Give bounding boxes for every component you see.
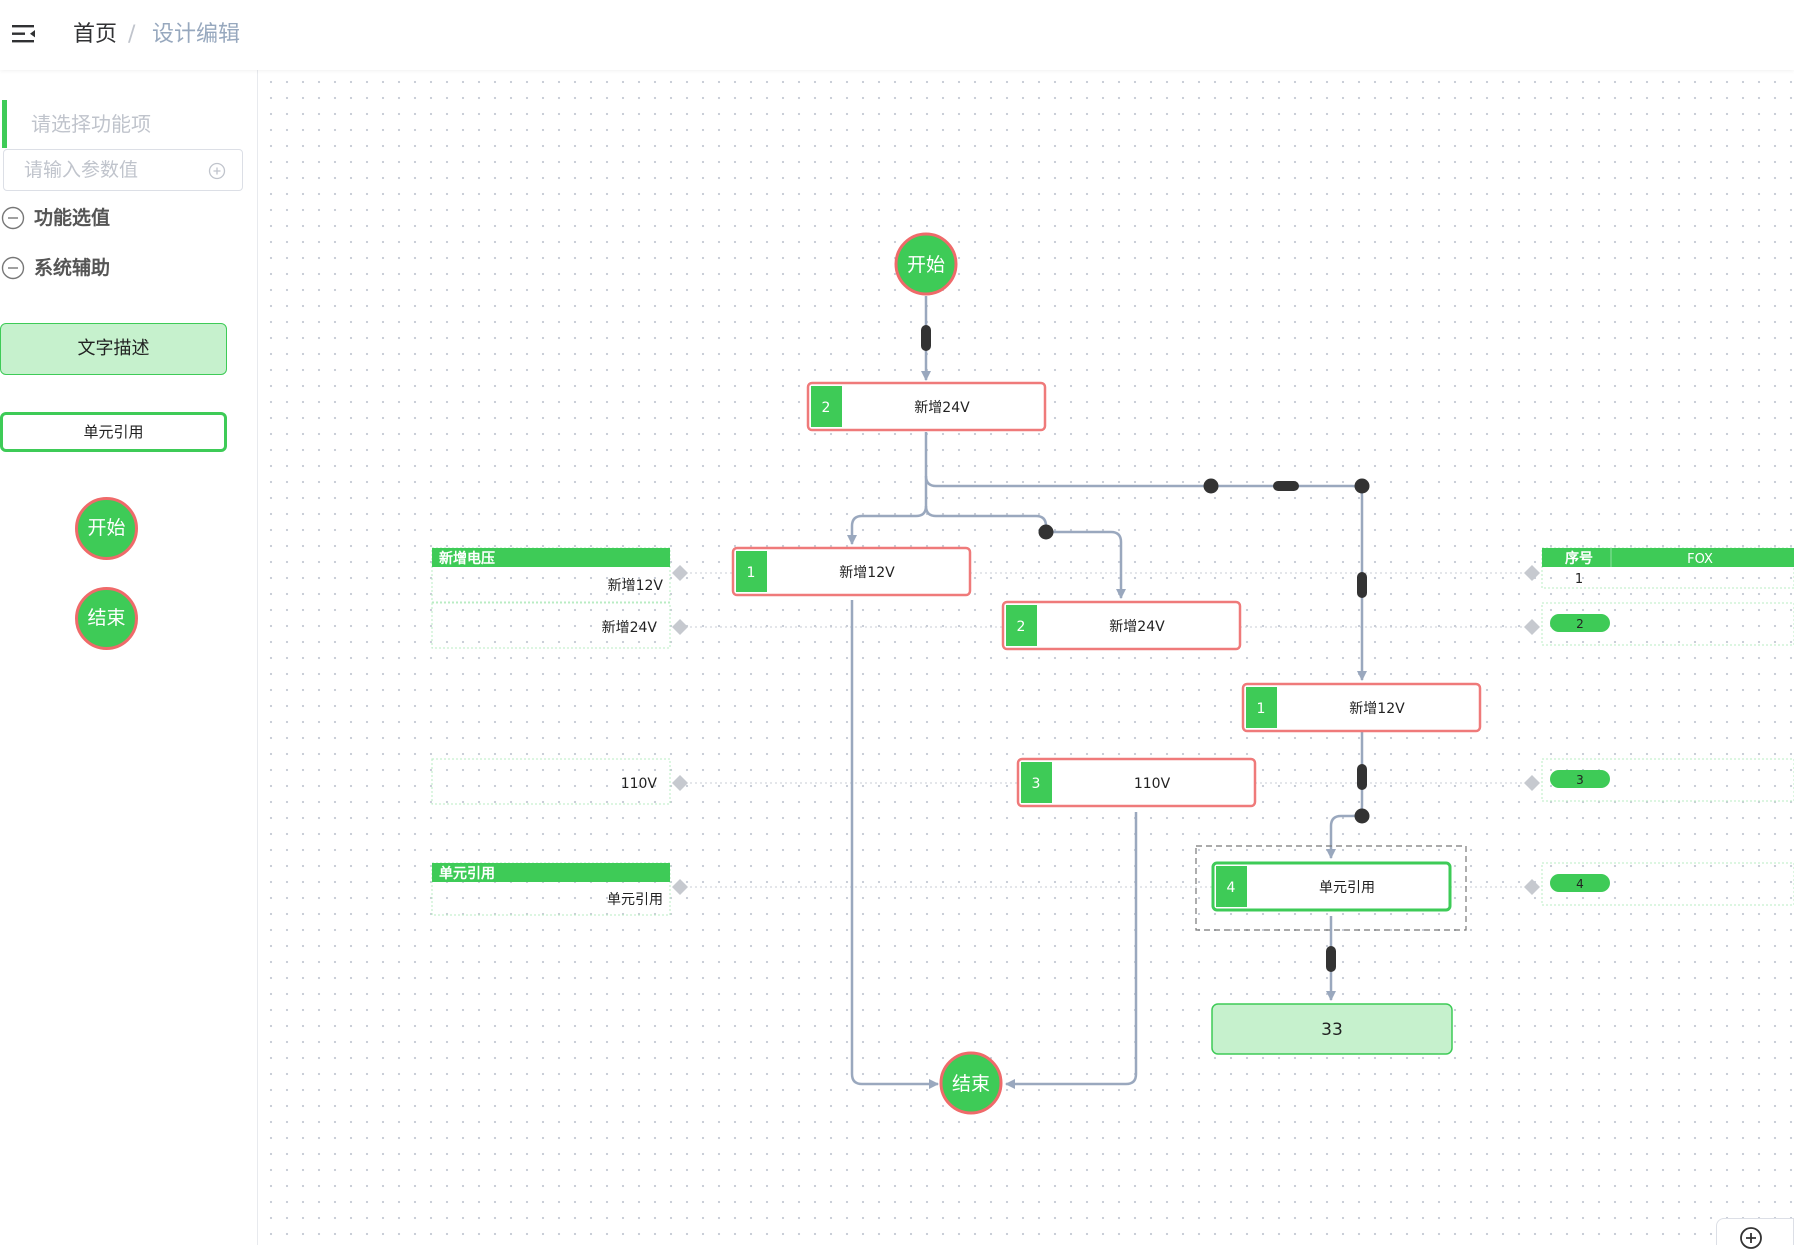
node-index: 2 <box>1017 619 1026 635</box>
selection-box <box>1195 845 1467 931</box>
text-description-node[interactable]: 33 <box>1211 1003 1453 1055</box>
add-circle-icon[interactable] <box>208 162 226 180</box>
left-panel-value: 110V <box>621 776 658 792</box>
function-select[interactable]: 请选择功能项 <box>2 100 242 148</box>
breadcrumb-separator: / <box>128 22 136 47</box>
sidebar-palette: 请选择功能项 功能选值 系统辅助 文字描述 单元引用 开始 结束 <box>0 70 258 1245</box>
table-row-value: 3 <box>1576 773 1584 787</box>
left-panel-header: 单元引用 <box>439 865 495 882</box>
node-index: 2 <box>822 400 831 416</box>
collapse-minus-icon <box>1 256 25 280</box>
group-label: 功能选值 <box>34 207 111 229</box>
param-input-wrapper <box>3 149 243 191</box>
table-row-value: 4 <box>1576 877 1584 891</box>
table-row-value: 2 <box>1576 617 1584 631</box>
start-node[interactable]: 开始 <box>894 232 958 296</box>
node-index: 1 <box>1257 701 1266 717</box>
edge-24v-to-24v[interactable] <box>924 505 1126 599</box>
node-add-12v-right[interactable]: 1 新增12V <box>1241 682 1482 733</box>
flow-canvas[interactable] <box>259 70 1794 1245</box>
breadcrumb-current: 设计编辑 <box>152 22 241 47</box>
diamond-connectors[interactable] <box>672 565 1540 895</box>
zoom-in-button[interactable] <box>1716 1218 1794 1249</box>
node-label: 单元引用 <box>1319 880 1375 896</box>
node-add-12v-left[interactable]: 1 新增12V <box>731 546 972 597</box>
node-index: 4 <box>1227 880 1236 896</box>
edge-12v-to-end[interactable] <box>850 600 939 1089</box>
left-variable-panels: 新增电压 新增12V 新增24V 110V 单元引用 单元引用 <box>431 547 671 916</box>
node-index: 3 <box>1032 776 1041 792</box>
left-panel-header: 新增电压 <box>439 550 495 567</box>
node-110v[interactable]: 3 110V <box>1016 757 1257 808</box>
end-node[interactable]: 结束 <box>939 1051 1003 1115</box>
table-column-header: FOX <box>1687 552 1713 567</box>
right-table: 序号 FOX 1 2 3 4 <box>1541 547 1794 906</box>
edge-handles[interactable] <box>921 325 1370 972</box>
text-node-label: 33 <box>1321 1020 1343 1040</box>
collapse-minus-icon <box>1 206 25 230</box>
node-add-24v-middle[interactable]: 2 新增24V <box>1001 600 1242 651</box>
tool-text-description[interactable]: 文字描述 <box>0 323 227 375</box>
start-node-label: 开始 <box>907 254 945 276</box>
node-label: 新增12V <box>839 565 895 581</box>
end-node-label: 结束 <box>952 1073 990 1095</box>
top-header: 首页 / 设计编辑 <box>0 0 1794 70</box>
edge-110v-to-end[interactable] <box>1005 812 1138 1089</box>
group-system-assist[interactable]: 系统辅助 <box>0 252 180 282</box>
tool-unit-reference[interactable]: 单元引用 <box>0 412 227 452</box>
edge-12v-right-to-unit[interactable] <box>1326 732 1364 859</box>
left-panel-value: 单元引用 <box>607 892 663 908</box>
tool-start-node[interactable]: 开始 <box>75 497 138 560</box>
group-label: 系统辅助 <box>34 257 111 279</box>
edge-24v-to-12v[interactable] <box>847 432 928 545</box>
zoom-in-icon <box>1740 1227 1762 1249</box>
table-row-value: 1 <box>1575 572 1583 587</box>
node-label: 新增12V <box>1349 701 1405 717</box>
tool-end-node[interactable]: 结束 <box>75 587 138 650</box>
left-panel-value: 新增12V <box>608 578 664 594</box>
node-label: 新增24V <box>1109 619 1165 635</box>
node-add-24v-top[interactable]: 2 新增24V <box>806 381 1047 432</box>
node-label: 新增24V <box>914 400 970 416</box>
table-column-header: 序号 <box>1565 550 1593 567</box>
param-value-input[interactable] <box>24 150 204 190</box>
node-label: 110V <box>1134 776 1171 792</box>
left-panel-value: 新增24V <box>602 620 658 636</box>
breadcrumb-home[interactable]: 首页 <box>73 22 118 47</box>
node-unit-reference[interactable]: 4 单元引用 <box>1195 845 1467 931</box>
node-index: 1 <box>747 565 756 581</box>
group-function-values[interactable]: 功能选值 <box>0 202 180 232</box>
menu-collapse-icon[interactable] <box>12 24 38 46</box>
